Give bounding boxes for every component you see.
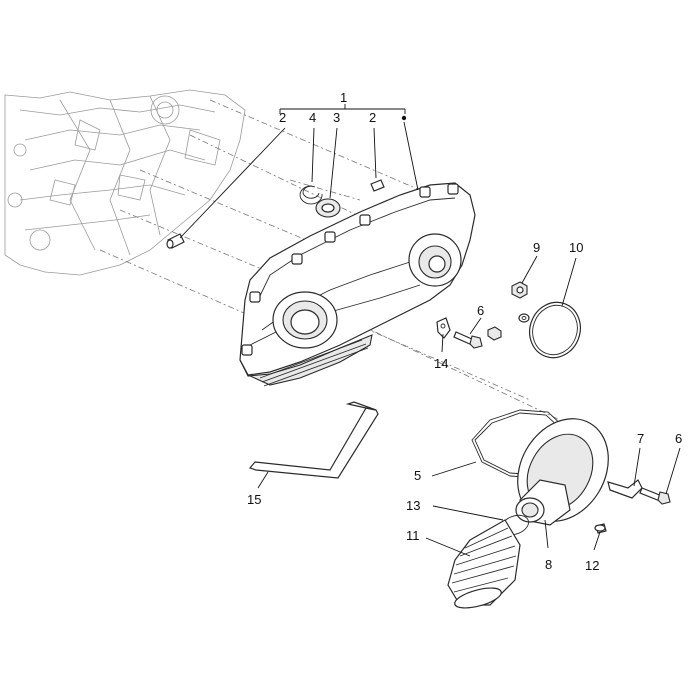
callout-7: 7 bbox=[637, 431, 644, 446]
callout-15: 15 bbox=[247, 492, 261, 507]
callout-9: 9 bbox=[533, 240, 540, 255]
small-washer bbox=[518, 313, 530, 323]
oil-seal bbox=[315, 198, 341, 218]
hex-wrench bbox=[248, 401, 379, 479]
callout-2-left: 2 bbox=[279, 110, 286, 125]
intake-bellows bbox=[447, 519, 521, 609]
alignment-lines bbox=[99, 99, 561, 421]
callout-3: 3 bbox=[333, 110, 340, 125]
callout-6-upper: 6 bbox=[477, 303, 484, 318]
callout-13: 13 bbox=[406, 498, 420, 513]
callout-6-lower: 6 bbox=[675, 431, 682, 446]
screw bbox=[594, 523, 607, 534]
assembly-bracket bbox=[279, 104, 406, 114]
callout-10: 10 bbox=[569, 240, 583, 255]
callout-12: 12 bbox=[585, 558, 599, 573]
bolt-upper bbox=[453, 331, 483, 349]
callout-11: 11 bbox=[406, 528, 420, 543]
leader-lines bbox=[179, 115, 681, 557]
callout-labels: 1 2 4 3 2 9 10 6 14 7 6 5 15 13 11 8 12 bbox=[247, 90, 682, 573]
callout-14: 14 bbox=[434, 356, 448, 371]
dowel-pin-right bbox=[370, 179, 385, 192]
air-intake-cover bbox=[515, 418, 609, 526]
callout-8: 8 bbox=[545, 557, 552, 572]
circlip bbox=[299, 185, 323, 205]
mounting-bracket bbox=[607, 479, 643, 499]
callout-2-right: 2 bbox=[369, 110, 376, 125]
callout-4: 4 bbox=[309, 110, 316, 125]
transmission-cover bbox=[239, 182, 476, 387]
nut bbox=[511, 281, 528, 299]
small-nut bbox=[487, 326, 502, 341]
callout-5: 5 bbox=[414, 468, 421, 483]
callout-1: 1 bbox=[340, 90, 347, 105]
engine-crankcase-drawing bbox=[4, 89, 246, 276]
bracket-clip bbox=[436, 317, 451, 339]
bolt-lower bbox=[639, 487, 671, 505]
gasket-ring bbox=[529, 301, 581, 359]
